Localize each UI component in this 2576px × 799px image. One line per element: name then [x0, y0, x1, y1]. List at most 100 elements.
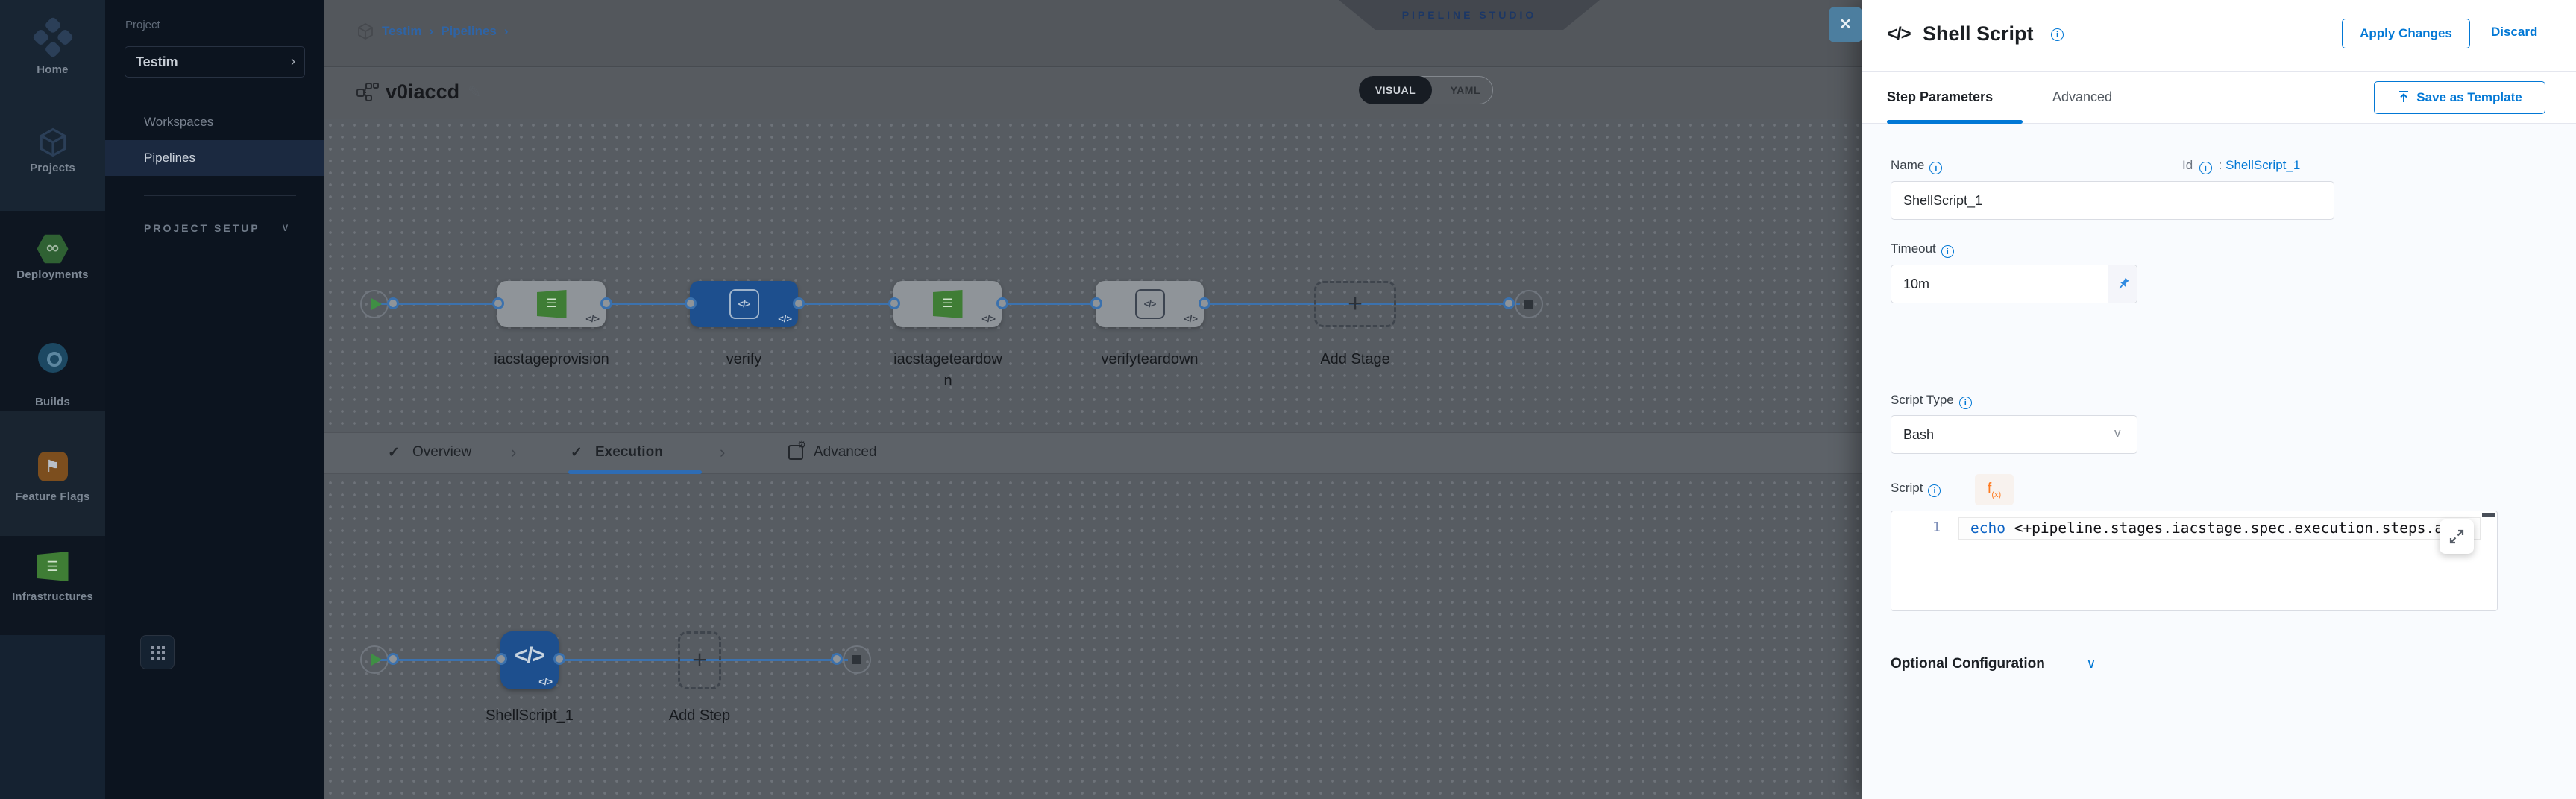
infrastructures-icon: ☰ — [37, 552, 69, 581]
tab-advanced[interactable]: Advanced — [2052, 89, 2113, 104]
stage-node-verifyteardown[interactable]: </> </> — [1096, 281, 1204, 327]
sidebar-item-home[interactable]: Home — [0, 16, 105, 76]
link-port — [996, 297, 1008, 309]
tab-execution[interactable]: Execution — [595, 444, 663, 460]
code-line[interactable]: echo <+pipeline.stages.iacstage.spec.exe… — [1970, 519, 2482, 537]
info-icon[interactable]: i — [1941, 245, 1954, 258]
optional-configuration-toggle[interactable]: Optional Configuration — [1891, 656, 2045, 672]
step-link-line — [374, 659, 848, 661]
project-selector-value: Testim — [136, 54, 178, 69]
info-icon[interactable]: i — [1929, 162, 1943, 174]
sidebar-item-deployments[interactable]: ∞ Deployments — [0, 234, 105, 281]
colon: : — [2218, 158, 2222, 172]
overview-ruler — [2481, 511, 2497, 610]
builds-icon — [37, 343, 68, 373]
breadcrumb-pipelines-link[interactable]: Pipelines — [441, 24, 497, 38]
plus-icon: + — [1348, 289, 1363, 318]
project-selector[interactable]: Testim › — [125, 46, 305, 78]
info-icon[interactable]: i — [2051, 28, 2064, 41]
add-stage-button[interactable]: + — [1314, 281, 1396, 327]
apply-changes-button[interactable]: Apply Changes — [2342, 19, 2470, 48]
tab-step-parameters[interactable]: Step Parameters — [1887, 89, 1994, 104]
stage-node-verify[interactable]: </> </> — [690, 281, 798, 327]
project-setup-header[interactable]: PROJECT SETUP — [144, 222, 260, 234]
chevron-right-icon: › — [511, 443, 517, 461]
script-code-editor[interactable]: 1 echo <+pipeline.stages.iacstage.spec.e… — [1891, 511, 2498, 611]
stage-node-iacstageprovision[interactable]: ☰ </> — [497, 281, 606, 327]
deployments-icon: ∞ — [37, 234, 69, 264]
breadcrumb-bar: Testim › Pipelines › PIPELINE STUDIO — [324, 0, 1862, 67]
toggle-yaml[interactable]: YAML — [1450, 84, 1480, 96]
name-input[interactable]: ShellScript_1 — [1891, 181, 2334, 220]
add-step-button[interactable]: + — [678, 631, 721, 689]
code-text: <+pipeline.stages.iacstage.spec.executio… — [2014, 519, 2470, 537]
save-as-template-label: Save as Template — [2416, 90, 2522, 104]
sidebar-item-feature-flags[interactable]: ⚑ Feature Flags — [0, 452, 105, 503]
pipeline-graph-icon — [356, 83, 379, 101]
execution-end-node — [843, 645, 871, 674]
link-port — [793, 297, 805, 309]
current-line-highlight — [1958, 517, 2481, 540]
toggle-visual[interactable]: VISUAL — [1359, 76, 1432, 104]
info-icon[interactable]: i — [2199, 162, 2212, 174]
divider — [144, 195, 296, 196]
info-icon[interactable]: i — [1928, 484, 1941, 497]
tab-advanced[interactable]: Advanced — [814, 444, 877, 460]
tab-overview[interactable]: Overview — [412, 444, 472, 460]
sidebar-item-pipelines[interactable]: Pipelines — [105, 140, 324, 176]
timeout-input[interactable]: 10m — [1891, 265, 2137, 303]
line-number: 1 — [1932, 519, 1941, 535]
chevron-right-icon: › — [291, 54, 295, 69]
expression-fx-button[interactable]: f(x) — [1975, 474, 2014, 505]
all-modules-button[interactable] — [140, 635, 175, 669]
info-icon[interactable]: i — [1958, 397, 1972, 409]
drawer-close-button[interactable]: ✕ — [1829, 7, 1862, 42]
cursor-marker — [2482, 513, 2495, 517]
stage-tab-strip: ✓ Overview › ✓ Execution › Advanced — [324, 432, 1862, 474]
breadcrumb: Testim › Pipelines › — [356, 22, 509, 40]
save-as-template-button[interactable]: Save as Template — [2374, 81, 2545, 114]
link-port — [492, 297, 504, 309]
step-id: Id i : ShellScript_1 — [2182, 158, 2300, 174]
chevron-down-icon: ∨ — [2086, 656, 2096, 672]
link-port — [387, 653, 399, 665]
sidebar-item-label: Projects — [30, 162, 75, 174]
sidebar-item-builds[interactable]: Builds — [0, 343, 105, 408]
link-port — [495, 653, 507, 665]
chevron-down-icon: v — [2114, 426, 2121, 440]
stage-label: iacstageprovision — [494, 351, 609, 367]
visual-yaml-toggle[interactable]: VISUAL YAML — [1359, 76, 1493, 104]
sidebar-item-workspaces[interactable]: Workspaces — [105, 104, 324, 140]
module-rail: Home Projects ∞ Deployments Builds ⚑ Fea… — [0, 0, 105, 799]
fixed-value-toggle[interactable] — [2108, 265, 2137, 303]
advanced-tab-icon — [788, 439, 806, 460]
step-node-shellscript[interactable]: </> </> — [500, 631, 559, 689]
stage-node-iacstageteardown[interactable]: ☰ </> — [893, 281, 1002, 327]
link-port — [831, 653, 843, 665]
edit-icon[interactable]: ✎ — [468, 83, 482, 101]
pipeline-name: v0iaccd — [386, 80, 460, 103]
expand-editor-button[interactable] — [2440, 519, 2474, 554]
step-id-value[interactable]: ShellScript_1 — [2225, 158, 2301, 172]
sidebar-item-label: Deployments — [16, 268, 89, 281]
discard-button[interactable]: Discard — [2491, 25, 2538, 39]
script-type-select[interactable]: Bash — [1891, 415, 2137, 454]
code-badge-icon: </> — [1184, 313, 1198, 324]
sidebar-item-label: Home — [37, 63, 69, 76]
sidebar-item-label: Feature Flags — [15, 490, 90, 503]
code-keyword: echo — [1970, 519, 2014, 537]
breadcrumb-project-link[interactable]: Testim — [382, 24, 422, 38]
stop-icon — [1524, 300, 1533, 309]
code-badge-icon: </> — [981, 313, 996, 324]
play-icon — [371, 298, 382, 310]
sidebar-item-projects[interactable]: Projects — [0, 127, 105, 174]
id-label: Id — [2182, 158, 2193, 172]
check-icon: ✓ — [388, 445, 400, 461]
sidebar-item-infrastructures[interactable]: ☰ Infrastructures — [0, 552, 105, 603]
link-port — [600, 297, 612, 309]
